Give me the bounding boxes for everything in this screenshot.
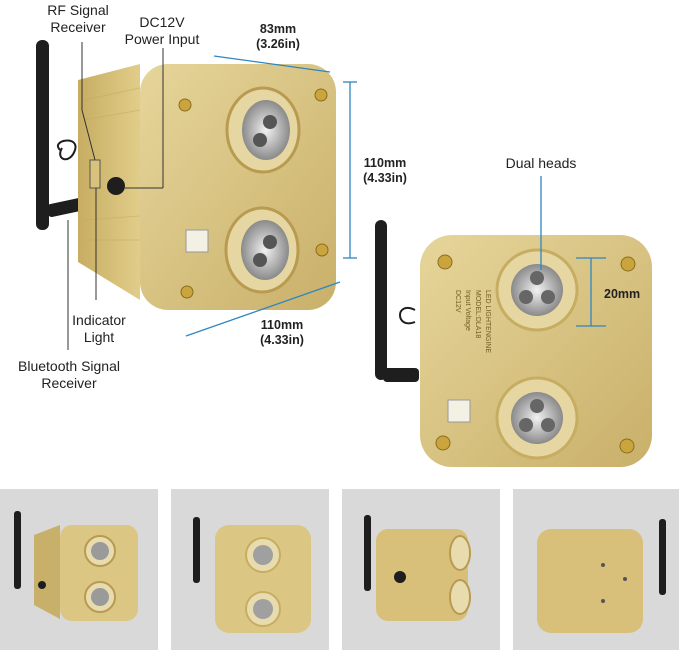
height-mm: 110mm	[363, 156, 407, 170]
width-mm: 83mm	[259, 22, 297, 36]
bluetooth-receiver-label: Bluetooth Signal Receiver	[4, 358, 134, 392]
device-front-view	[375, 220, 652, 467]
indicator-label-line-1: Indicator	[72, 312, 126, 328]
thumbnail-back-view[interactable]	[513, 489, 679, 650]
power-input-label: DC12V Power Input	[110, 14, 214, 48]
rf-antenna	[36, 40, 49, 230]
bluetooth-label-line-2: Receiver	[41, 375, 97, 391]
rf-label-line-2: Receiver	[50, 19, 106, 35]
device-front-panel	[420, 235, 652, 467]
light-head-bottom	[224, 206, 300, 294]
power-label-line-2: Power Input	[124, 31, 200, 47]
light-head-top	[495, 248, 579, 332]
light-head-top	[225, 86, 301, 174]
depth-mm: 110mm	[260, 318, 304, 332]
depth-dimension-label: 110mm (4.33in)	[252, 318, 312, 348]
power-input-port	[107, 177, 125, 195]
rf-signal-receiver-label: RF Signal Receiver	[22, 2, 134, 36]
plate-line-1: LED LIGHTENGINE	[484, 290, 491, 353]
plate-line-4: DC12V	[454, 290, 461, 313]
device-plate-text: LED LIGHTENGINE MODEL:DLA18 Input Voltag…	[454, 290, 491, 353]
thumbnail-front-angled-view[interactable]	[0, 489, 158, 650]
depth-in: (4.33in)	[260, 333, 304, 347]
indicator-light-label: Indicator Light	[56, 312, 142, 346]
width-in: (3.26in)	[256, 37, 300, 51]
height-dimension-label: 110mm (4.33in)	[356, 156, 414, 186]
dimension-lines	[185, 55, 357, 337]
head-size-dimension	[576, 257, 606, 327]
thumbnail-side-view[interactable]	[342, 489, 500, 650]
light-head-bottom	[495, 376, 579, 460]
plate-line-2: MODEL:DLA18	[474, 290, 481, 338]
height-in: (4.33in)	[363, 171, 407, 185]
indicator-label-line-2: Light	[83, 329, 115, 345]
callout-lines	[67, 42, 164, 350]
rf-label-line-1: RF Signal	[47, 2, 109, 18]
head-size-label: 20mm	[604, 287, 641, 301]
thumbnail-front-view[interactable]	[171, 489, 329, 650]
bluetooth-label-line-1: Bluetooth Signal	[18, 358, 120, 374]
width-dimension-label: 83mm (3.26in)	[248, 22, 308, 52]
power-label-line-1: DC12V	[139, 14, 185, 30]
rf-antenna	[375, 220, 387, 380]
indicator-light	[89, 159, 101, 189]
plate-line-3: Input Voltage	[464, 290, 471, 331]
dual-heads-label: Dual heads	[505, 155, 577, 171]
device-angled-view	[36, 40, 336, 310]
product-diagram: LED LIGHTENGINE MODEL:DLA18 Input Voltag…	[36, 40, 652, 467]
